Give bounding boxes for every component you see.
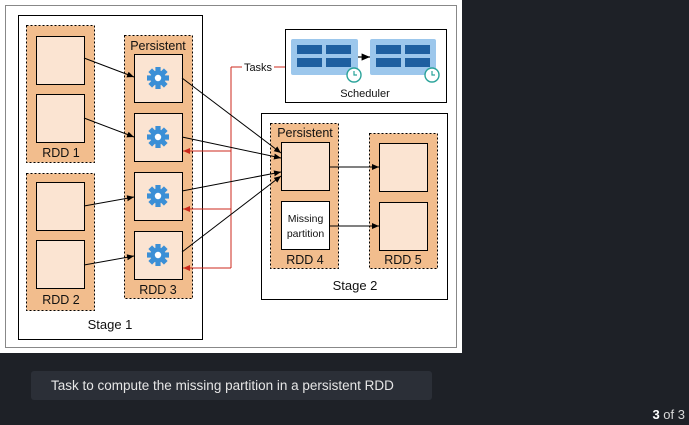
missing-partition-label: partition	[287, 228, 325, 240]
slide-caption: Task to compute the missing partition in…	[31, 371, 432, 400]
stage-1-box	[18, 15, 203, 340]
stage-2-label: Stage 2	[333, 278, 378, 293]
rdd-2-partition	[36, 182, 85, 231]
rdd-4-label: RDD 4	[286, 253, 324, 267]
clock-icon	[424, 67, 440, 83]
slide-pager: 3 of 3	[652, 407, 685, 422]
stage-1-label: Stage 1	[88, 317, 133, 332]
persistent-label-rdd3: Persistent	[130, 39, 186, 53]
rdd-3-label: RDD 3	[139, 283, 177, 297]
rdd-1-partition	[36, 94, 85, 143]
persistent-label-rdd4: Persistent	[277, 126, 333, 140]
missing-partition-label: Missing	[288, 213, 324, 225]
rdd-2-partition	[36, 240, 85, 289]
rdd-3-partition	[134, 231, 183, 280]
rdd-1-partition	[36, 36, 85, 85]
scheduler-label: Scheduler	[340, 88, 390, 100]
gear-icon	[147, 67, 169, 89]
stage-2-box	[261, 113, 448, 300]
spark-stages-diagram: Stage 1 RDD 1 RDD 2 Persistent RDD 3 Sch…	[0, 0, 462, 353]
pager-total: 3	[677, 407, 685, 422]
gear-icon	[147, 185, 169, 207]
rdd-1-label: RDD 1	[42, 146, 80, 160]
gear-icon	[147, 126, 169, 148]
missing-partition	[281, 201, 330, 250]
clock-icon	[346, 67, 362, 83]
pager-current: 3	[652, 407, 660, 422]
rdd-2-label: RDD 2	[42, 293, 80, 307]
rdd-5-partition	[379, 143, 428, 192]
tasks-label: Tasks	[244, 62, 273, 74]
gear-icon	[147, 244, 169, 266]
rdd-4-partition	[281, 142, 330, 191]
pager-sep: of	[663, 407, 675, 422]
rdd-5-label: RDD 5	[384, 253, 422, 267]
task-set-block	[291, 39, 358, 75]
task-set-block	[370, 39, 436, 75]
rdd-5-partition	[379, 202, 428, 251]
